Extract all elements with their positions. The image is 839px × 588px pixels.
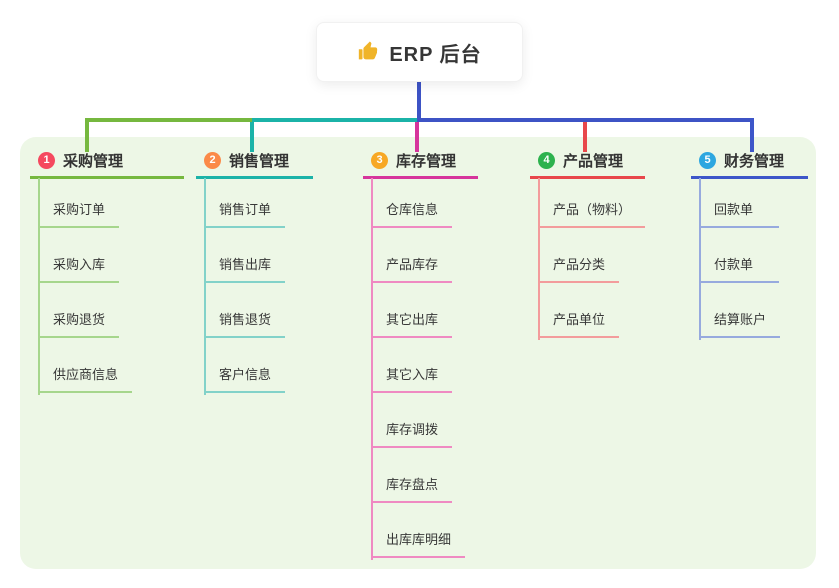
node-sales-order[interactable]: 销售订单 [204, 200, 286, 228]
node-product-stock[interactable]: 产品库存 [371, 255, 453, 283]
branch-header-inventory[interactable]: 3 库存管理 [363, 150, 478, 179]
node-supplier-info[interactable]: 供应商信息 [38, 365, 133, 393]
connector-drop-sales [250, 122, 254, 152]
connector-stem-inventory [371, 178, 373, 560]
connector-bus-finance [417, 118, 754, 122]
branch-column-purchase: 1 采购管理 采购订单 采购入库 采购退货 供应商信息 [30, 0, 184, 588]
node-settlement-account[interactable]: 结算账户 [699, 310, 781, 338]
branch-label: 销售管理 [229, 153, 290, 170]
node-outbound-detail[interactable]: 出库库明细 [371, 530, 466, 558]
connector-stem-finance [699, 178, 701, 340]
connector-drop-product [583, 122, 587, 152]
branch-label: 财务管理 [724, 153, 785, 170]
branch-label: 产品管理 [563, 153, 624, 170]
connector-root-stem [417, 82, 421, 122]
node-other-inbound[interactable]: 其它入库 [371, 365, 453, 393]
connector-stem-purchase [38, 178, 40, 395]
badge-3: 3 [371, 152, 388, 169]
node-other-outbound[interactable]: 其它出库 [371, 310, 453, 338]
branch-label: 采购管理 [63, 153, 124, 170]
node-purchase-return[interactable]: 采购退货 [38, 310, 120, 338]
connector-drop-inventory [415, 122, 419, 152]
branch-column-sales: 2 销售管理 销售订单 销售出库 销售退货 客户信息 [196, 0, 313, 588]
node-stock-count[interactable]: 库存盘点 [371, 475, 453, 503]
badge-4: 4 [538, 152, 555, 169]
connector-drop-purchase [85, 118, 89, 152]
badge-1: 1 [38, 152, 55, 169]
thumbs-up-icon [359, 41, 378, 60]
node-purchase-inbound[interactable]: 采购入库 [38, 255, 120, 283]
branch-column-finance: 5 财务管理 回款单 付款单 结算账户 [691, 0, 808, 588]
branch-label: 库存管理 [396, 153, 457, 170]
node-purchase-order[interactable]: 采购订单 [38, 200, 120, 228]
badge-5: 5 [699, 152, 716, 169]
node-payment-order[interactable]: 付款单 [699, 255, 779, 283]
connector-stem-product [538, 178, 540, 340]
node-sales-return[interactable]: 销售退货 [204, 310, 286, 338]
node-product-unit[interactable]: 产品单位 [538, 310, 620, 338]
branch-header-purchase[interactable]: 1 采购管理 [30, 150, 184, 179]
node-stock-transfer[interactable]: 库存调拨 [371, 420, 453, 448]
node-customer-info[interactable]: 客户信息 [204, 365, 286, 393]
branch-header-product[interactable]: 4 产品管理 [530, 150, 645, 179]
connector-drop-finance [750, 118, 754, 152]
root-title: ERP 后台 [389, 43, 482, 66]
node-warehouse-info[interactable]: 仓库信息 [371, 200, 453, 228]
branch-column-inventory: 3 库存管理 仓库信息 产品库存 其它出库 其它入库 库存调拨 库存盘点 出库库… [363, 0, 478, 588]
connector-stem-sales [204, 178, 206, 395]
branch-header-sales[interactable]: 2 销售管理 [196, 150, 313, 179]
branch-column-product: 4 产品管理 产品（物料） 产品分类 产品单位 [530, 0, 646, 588]
mindmap-panel [20, 137, 816, 569]
node-product-material[interactable]: 产品（物料） [538, 200, 646, 228]
node-receipt-order[interactable]: 回款单 [699, 200, 779, 228]
badge-2: 2 [204, 152, 221, 169]
connector-bus-purchase [85, 118, 252, 122]
node-product-category[interactable]: 产品分类 [538, 255, 620, 283]
connector-bus-sales [252, 118, 417, 122]
root-node[interactable]: ERP 后台 [316, 22, 523, 82]
branch-header-finance[interactable]: 5 财务管理 [691, 150, 808, 179]
node-sales-outbound[interactable]: 销售出库 [204, 255, 286, 283]
